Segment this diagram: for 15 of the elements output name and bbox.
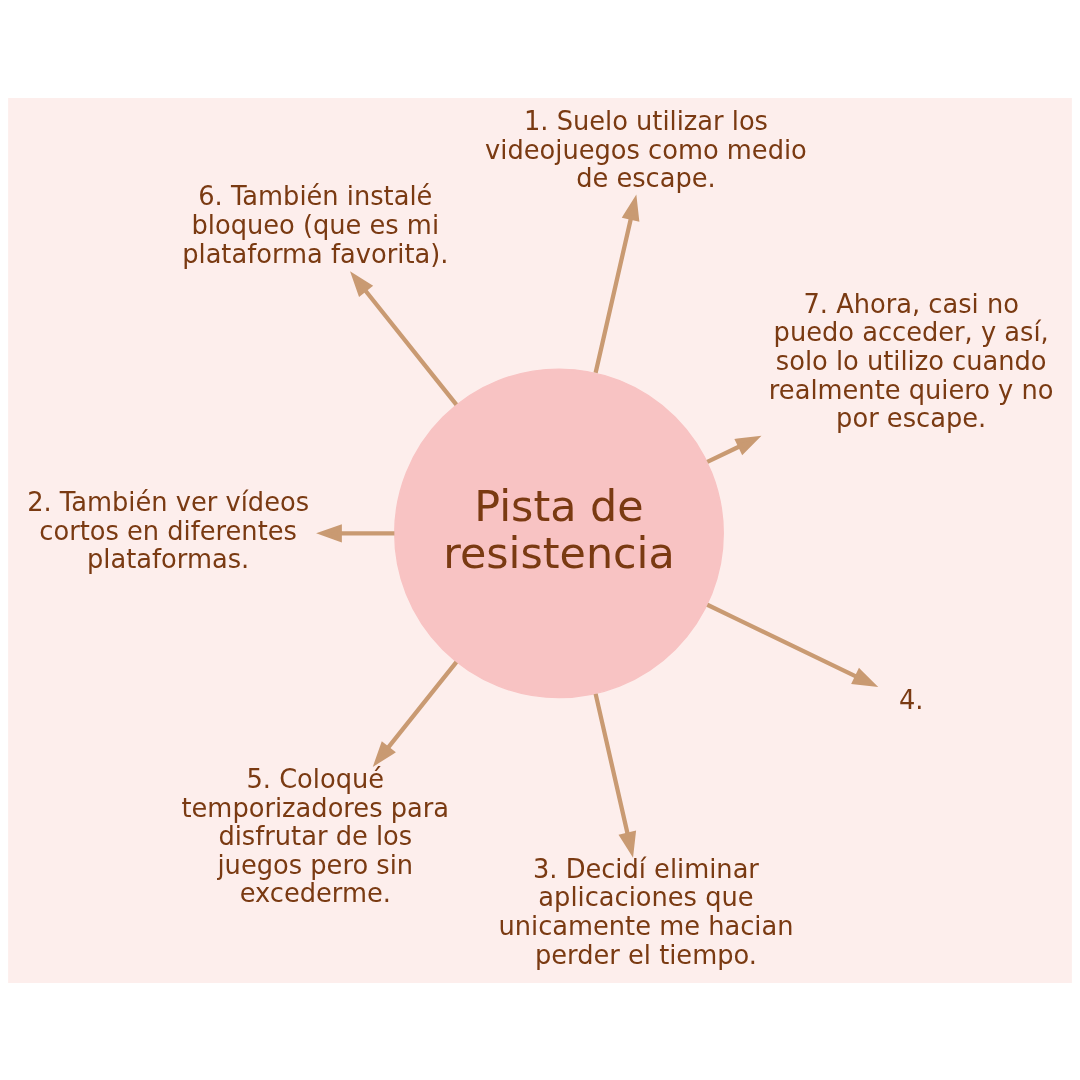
arrow xyxy=(593,194,640,373)
node-text: 2. También ver vídeos cortos en diferentes plataformas. xyxy=(27,486,310,574)
node-text: 1. Suelo utilizar los videojuegos como medio de escape. xyxy=(485,105,807,193)
arrow xyxy=(372,660,459,767)
node-text: 5. Coloqué temporizadores para disfrutar de los juegos pero sin excederme. xyxy=(181,763,450,908)
node-text: 6. También instalé bloqueo (que es mi plataforma favorita). xyxy=(182,180,449,269)
node-text: 3. Decidí eliminar aplicaciones que unicamente me hacian perder el tiempo. xyxy=(498,853,794,970)
node-text: 4. xyxy=(898,684,924,715)
node-circle: Pista de resistencia xyxy=(394,367,724,698)
arrow xyxy=(593,692,637,858)
arrow xyxy=(350,270,459,406)
node-text: 7. Ahora, casi no puedo acceder, y así, solo lo utilizo cuando realmente quiero y no por escape. xyxy=(768,288,1054,433)
arrow xyxy=(706,602,879,687)
arrow xyxy=(706,435,762,464)
arrow xyxy=(316,523,395,542)
